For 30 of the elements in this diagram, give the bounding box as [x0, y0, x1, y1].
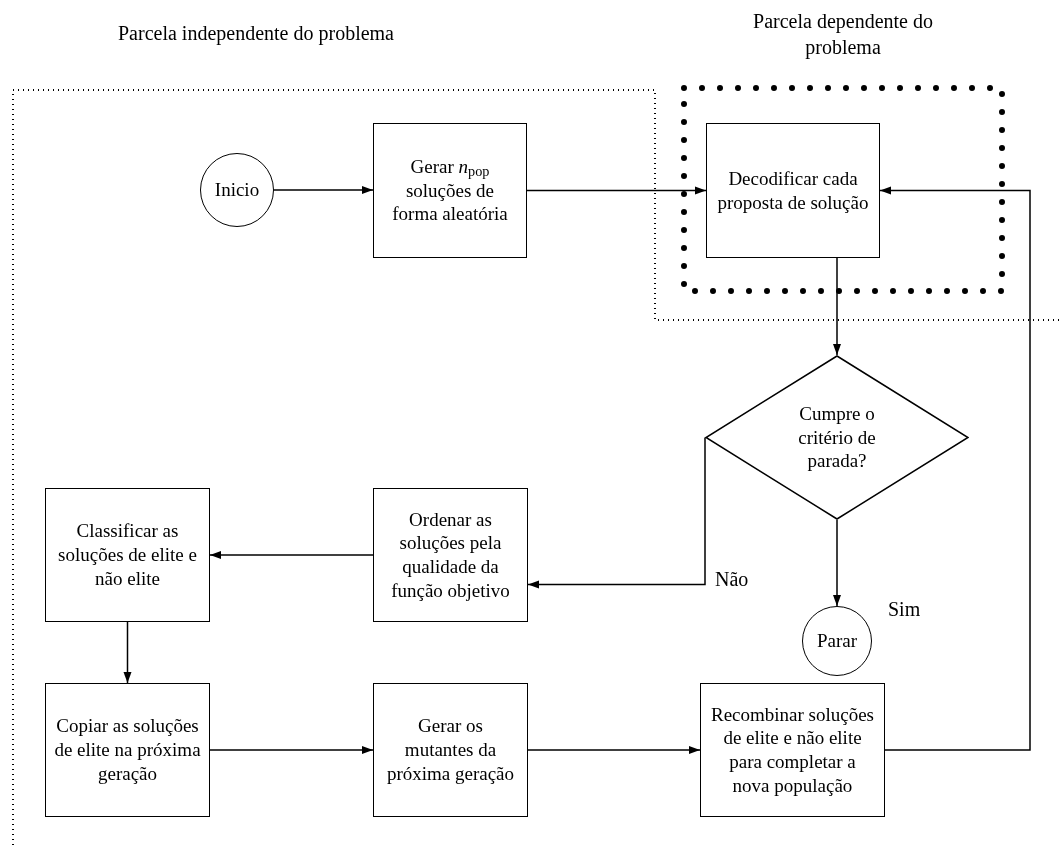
node-text: Classificar as soluções de elite e não elite: [57, 519, 198, 591]
process-box: [45, 683, 210, 817]
arrow: [273, 186, 374, 194]
arrow: [527, 746, 701, 754]
node-text: Gerar n$_{pop}$ soluções de forma aleatória: [391, 154, 509, 227]
arrow: [527, 436, 706, 589]
node-text: Copiar as soluções de elite na próxima geração: [54, 714, 201, 786]
node-text: Recombinar soluções de elite e não elite para completar a nova população: [709, 702, 875, 798]
process-box: [706, 123, 880, 258]
node-text: Ordenar as soluções pela qualidade da função objetivo: [390, 507, 511, 603]
arrow: [833, 257, 841, 356]
process-box: [45, 488, 210, 622]
node-text: Cumpre o critério de parada?: [797, 401, 877, 474]
arrow: [209, 746, 374, 754]
process-box: [373, 123, 527, 258]
decision-diamond: [705, 355, 969, 520]
node-text: Decodificar cada proposta de solução: [716, 166, 870, 215]
process-box: [700, 683, 885, 817]
process-box: [373, 488, 528, 622]
arrow: [209, 551, 374, 559]
node-text: Gerar os mutantes da próxima geração: [385, 714, 516, 786]
arrow: [879, 186, 1031, 751]
arrow: [123, 621, 132, 684]
node-text: Inicio: [214, 178, 260, 202]
region-heading: Parcela independente do problema: [118, 21, 394, 46]
arrow: [833, 519, 841, 607]
node-text: Parar: [816, 629, 858, 653]
arrow: [526, 186, 707, 195]
process-box: [373, 683, 528, 817]
region-heading: Parcela dependente do problema: [752, 9, 934, 60]
